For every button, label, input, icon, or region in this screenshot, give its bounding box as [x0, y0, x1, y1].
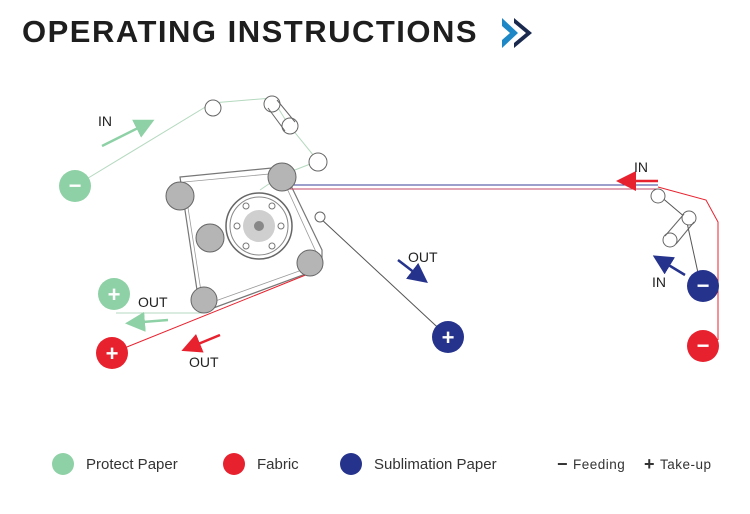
- sublimation-out-path: [319, 217, 449, 338]
- tension-arm: [276, 99, 296, 123]
- svg-text:+: +: [442, 325, 455, 350]
- belt-roller: [165, 181, 195, 211]
- minus-icon: −: [557, 453, 569, 474]
- fabric-out-arrow: [181, 333, 221, 353]
- page-title: OPERATING INSTRUCTIONS: [22, 14, 479, 49]
- guide-roller: [281, 117, 299, 135]
- svg-text:+: +: [108, 282, 121, 307]
- sublimation-paper-takeup-roll: +: [432, 321, 464, 353]
- belt-roller: [190, 286, 218, 314]
- sublimation-out-arrow: [397, 259, 428, 284]
- drum-bolt: [268, 242, 276, 250]
- protect-paper-swatch: [52, 453, 74, 475]
- guide-roller: [204, 99, 222, 117]
- legend-sublimation-paper: Sublimation Paper: [340, 452, 497, 476]
- belt-roller: [296, 249, 324, 277]
- guide-roller: [650, 188, 666, 204]
- guide-roller: [662, 232, 678, 248]
- legend-protect-paper: Protect Paper: [52, 452, 178, 476]
- sublimation-paper-swatch: [340, 453, 362, 475]
- heating-drum-axle: [254, 221, 264, 231]
- fabric-in-label: IN: [634, 159, 648, 175]
- drum-bolt: [277, 222, 285, 230]
- legend-feeding: − Feeding: [557, 452, 625, 476]
- protect-out-arrow: [125, 311, 169, 332]
- legend-label: Protect Paper: [86, 455, 178, 473]
- protect-in-label: IN: [98, 113, 112, 129]
- protect-paper-feed-roll: −: [59, 170, 91, 202]
- fabric-out-label: OUT: [189, 354, 219, 370]
- tension-arm: [675, 221, 695, 245]
- sublimation-in-label: IN: [652, 274, 666, 290]
- protect-out-label: OUT: [138, 294, 168, 310]
- protect-paper-takeup-roll: +: [98, 278, 130, 310]
- fabric-out-path: [111, 269, 319, 354]
- tension-arm: [664, 213, 685, 237]
- legend-label: Feeding: [573, 456, 626, 472]
- fabric-takeup-roll: +: [96, 337, 128, 369]
- legend-take-up: + Take-up: [644, 452, 712, 476]
- double-chevron-right-icon: [502, 18, 532, 48]
- plus-icon: +: [644, 453, 656, 474]
- drum-bolt: [268, 202, 276, 210]
- belt-roller: [195, 223, 225, 253]
- svg-text:−: −: [697, 273, 710, 298]
- drum-bolt: [242, 202, 250, 210]
- legend-label: Take-up: [660, 456, 712, 472]
- fabric-swatch: [223, 453, 245, 475]
- belt-roller: [267, 162, 297, 192]
- legend-label: Fabric: [257, 455, 299, 473]
- svg-text:−: −: [69, 173, 82, 198]
- sublimation-paper-feed-roll: −: [687, 270, 719, 302]
- guide-roller: [681, 210, 697, 226]
- sublimation-in-arrow: [652, 255, 686, 277]
- tension-arm: [267, 107, 286, 132]
- guide-roller: [263, 95, 281, 113]
- drum-bolt: [233, 222, 241, 230]
- legend-fabric: Fabric: [223, 452, 299, 476]
- fabric-feed-roll: −: [687, 330, 719, 362]
- heating-drum-inner: [229, 196, 289, 256]
- protect-in-arrow: [101, 119, 155, 148]
- guide-roller: [314, 211, 326, 223]
- guide-roller: [308, 152, 328, 172]
- drum-bolt: [242, 242, 250, 250]
- svg-text:+: +: [106, 341, 119, 366]
- legend-label: Sublimation Paper: [374, 455, 497, 473]
- sublimation-out-label: OUT: [408, 249, 438, 265]
- svg-text:−: −: [697, 333, 710, 358]
